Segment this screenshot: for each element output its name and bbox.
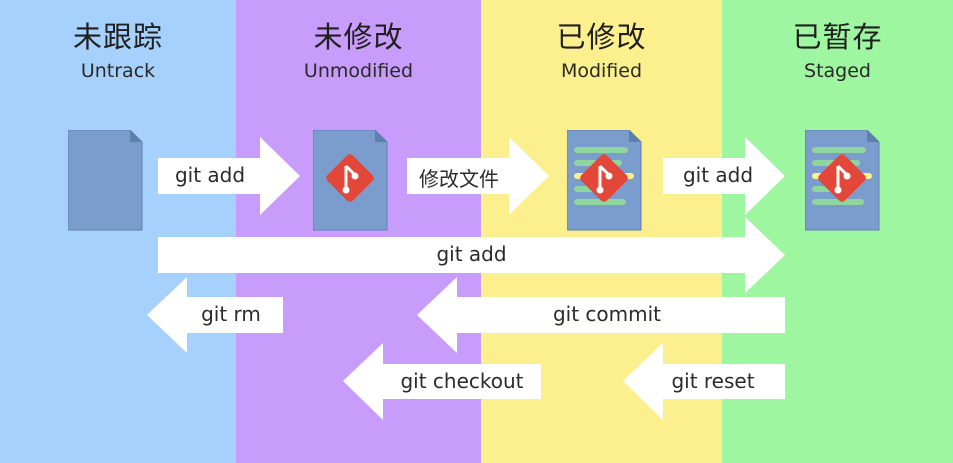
arrow-git-checkout: git checkout: [343, 343, 541, 420]
arrow-label: 修改文件: [419, 167, 499, 191]
column-subtitle-modified: Modified: [560, 60, 643, 82]
arrow-git-commit: git commit: [417, 277, 785, 353]
column-unmodified: 未修改 Unmodified: [236, 0, 481, 463]
untracked-file-icon: [67, 129, 143, 235]
staged-git-file-icon: [804, 129, 880, 235]
arrow-label: git checkout: [400, 369, 524, 393]
column-subtitle-unmodified: Unmodified: [303, 60, 414, 82]
arrow-git-add-untracked-to-unmodified: git add: [158, 137, 300, 215]
arrow-modify-file: 修改文件: [407, 137, 549, 215]
unmodified-git-file-icon: [312, 129, 388, 235]
arrow-label: git reset: [671, 369, 755, 393]
column-title-modified: 已修改: [556, 20, 647, 54]
arrow-git-add-untracked-to-staged: git add: [158, 217, 785, 293]
arrow-label: git rm: [201, 302, 261, 326]
column-title-unmodified: 未修改: [313, 20, 404, 54]
arrow-label: git commit: [552, 302, 662, 326]
column-subtitle-staged: Staged: [804, 60, 871, 82]
column-title-staged: 已暂存: [792, 20, 883, 54]
column-title-untracked: 未跟踪: [72, 20, 163, 54]
arrow-label: git add: [174, 163, 246, 187]
arrow-git-reset: git reset: [623, 343, 785, 420]
arrow-label: git add: [436, 242, 507, 266]
arrow-git-add-modified-to-staged: git add: [663, 137, 785, 215]
arrow-git-rm: git rm: [147, 277, 283, 353]
column-subtitle-untracked: Untrack: [80, 60, 156, 82]
column-untracked: 未跟踪 Untrack: [0, 0, 236, 463]
modified-git-file-icon: [566, 129, 642, 235]
arrow-label: git add: [682, 163, 754, 187]
